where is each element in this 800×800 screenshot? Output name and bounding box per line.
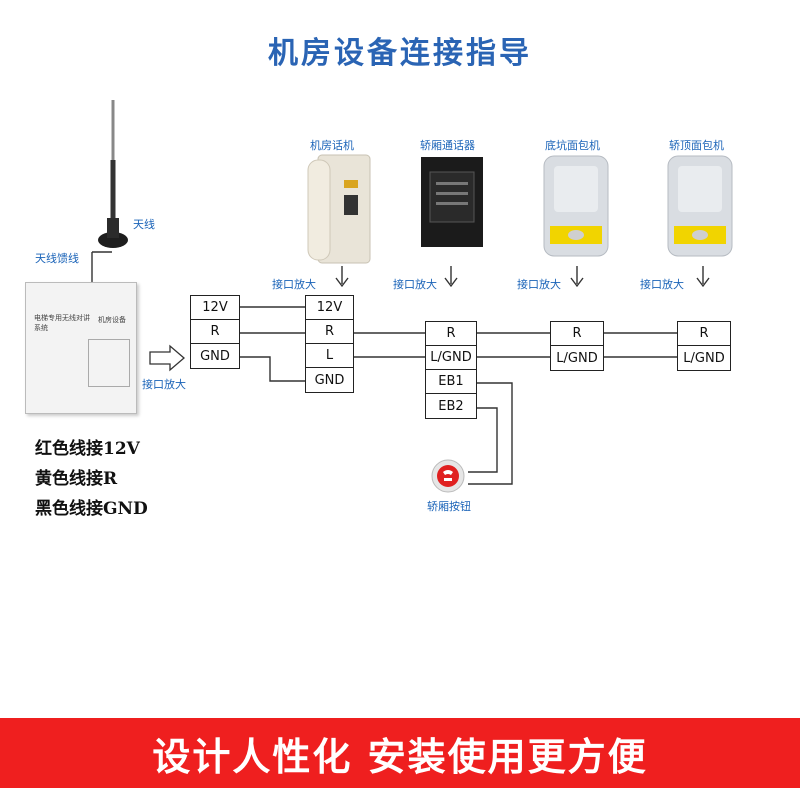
top-unit-label: 轿顶面包机 (669, 139, 724, 152)
legend-item-yellow: 黄色线接R (35, 469, 118, 489)
terminal-cell: L/GND (426, 346, 476, 370)
wire-gnd (238, 356, 305, 382)
top-terminal-block: R L/GND (677, 321, 731, 371)
host-box-title: 机房设备 (98, 316, 126, 324)
port-zoom-label-top: 接口放大 (640, 278, 684, 291)
terminal-cell: L/GND (683, 350, 725, 366)
car-button-label: 轿厢按钮 (427, 500, 471, 513)
pit-unit-icon (543, 155, 609, 257)
host-terminal-block: 12V R GND (190, 295, 240, 369)
car-intercom-icon (421, 157, 483, 247)
machine-phone-label: 机房话机 (310, 139, 354, 152)
host-box-panel (88, 339, 130, 387)
antenna-icon (98, 100, 128, 248)
footer-banner: 设计人性化 安装使用更方便 (0, 718, 800, 788)
terminal-cell: EB2 (438, 398, 464, 414)
terminal-cell: R (551, 322, 603, 346)
pit-unit-label: 底坑面包机 (545, 139, 600, 152)
machine-phone-icon (307, 154, 371, 264)
top-unit-icon (667, 155, 733, 257)
terminal-cell: L/GND (556, 350, 598, 366)
terminal-cell: 12V (191, 296, 239, 320)
antenna-feed-label: 天线馈线 (35, 252, 79, 265)
port-zoom-label-host: 接口放大 (142, 378, 186, 391)
terminal-cell: GND (200, 348, 230, 364)
terminal-cell: R (678, 322, 730, 346)
car-intercom-label: 轿厢通话器 (420, 139, 475, 152)
antenna-label: 天线 (133, 218, 155, 231)
terminal-cell: R (306, 320, 353, 344)
page-title: 机房设备连接指导 (268, 36, 532, 71)
terminal-cell: EB1 (426, 370, 476, 394)
terminal-cell: R (426, 322, 476, 346)
port-zoom-label-intercom: 接口放大 (393, 278, 437, 291)
machine-room-host-box: 电梯专用无线对讲系统 机房设备 (25, 282, 137, 414)
port-zoom-label-pit: 接口放大 (517, 278, 561, 291)
port-zoom-label-phone: 接口放大 (272, 278, 316, 291)
wire-eb2 (468, 407, 498, 473)
host-box-text: 电梯专用无线对讲系统 (34, 314, 90, 332)
wire-eb1 (468, 382, 513, 485)
phone-terminal-block: 12V R L GND (305, 295, 354, 393)
intercom-terminal-block: R L/GND EB1 EB2 (425, 321, 477, 419)
legend-item-red: 红色线接12V (35, 439, 140, 459)
terminal-cell: R (191, 320, 239, 344)
terminal-cell: GND (314, 372, 345, 388)
pit-terminal-block: R L/GND (550, 321, 604, 371)
terminal-cell: 12V (306, 296, 353, 320)
legend-item-black: 黑色线接GND (35, 499, 148, 519)
car-button-icon (431, 459, 465, 493)
terminal-cell: L (306, 344, 353, 368)
